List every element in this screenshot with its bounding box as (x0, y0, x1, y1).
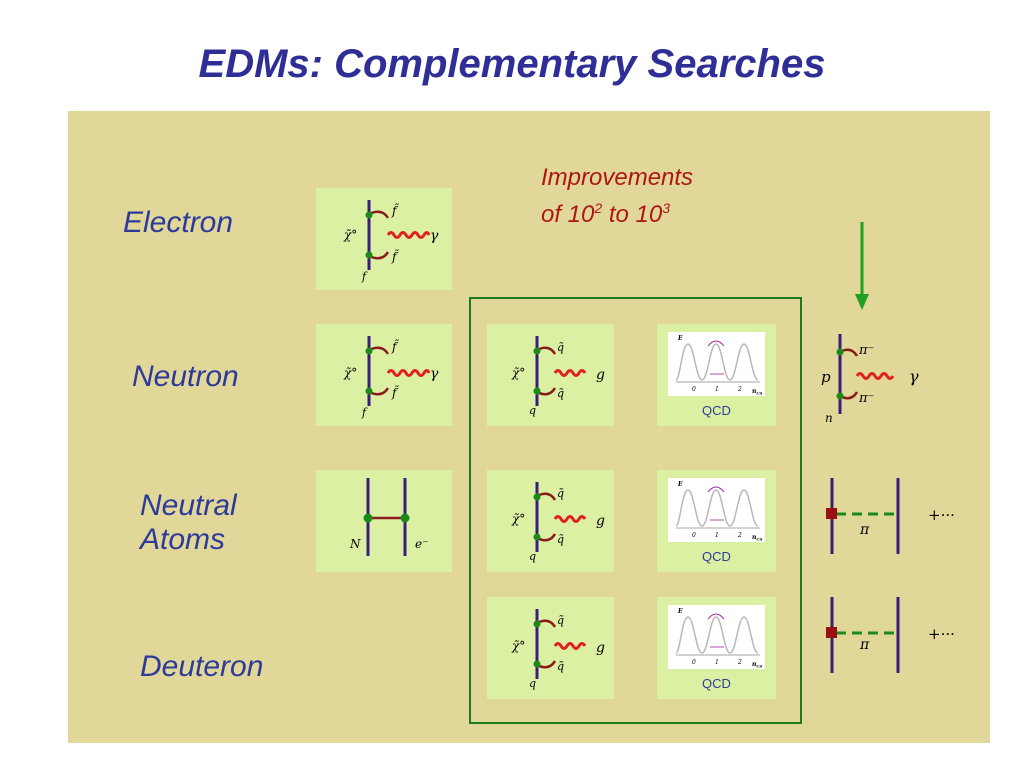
row-label-atoms: Atoms (140, 523, 226, 556)
pion-exchange-diagram-atoms: π +··· (826, 478, 955, 554)
row-label-electron: Electron (123, 206, 234, 239)
gamma-symbol: γ (430, 228, 439, 244)
improvements-exp2: 3 (662, 200, 671, 216)
gamma-symbol: γ (909, 367, 919, 386)
nucleon-symbol: N (349, 537, 361, 551)
q-tilde-bottom: q̃ (557, 387, 564, 400)
ncs-axis-label: nCS (752, 661, 763, 669)
q-tilde-top: q̃ (557, 487, 564, 500)
f-tilde-bottom: f̃ (391, 384, 399, 400)
ncs-axis-subscript: CS (756, 664, 762, 669)
improvements-frame (469, 297, 802, 724)
electron-symbol: e⁻ (415, 537, 428, 551)
qcd-plot-atoms: E 0 1 2 nCS QCD (657, 470, 776, 572)
gamma-symbol: γ (430, 366, 439, 382)
tick-0: 0 (692, 532, 696, 539)
q-tilde-top: q̃ (557, 341, 564, 354)
ncs-axis-subscript: CS (756, 391, 762, 396)
improvements-exp1: 2 (594, 200, 603, 216)
q-symbol: q (529, 404, 536, 417)
g-symbol: g (596, 640, 605, 656)
ncs-axis-label: nCS (752, 388, 763, 396)
g-symbol: g (596, 513, 605, 529)
page-title: EDMs: Complementary Searches (198, 42, 826, 86)
ncs-axis-label: nCS (752, 534, 763, 542)
qcd-label: QCD (702, 549, 731, 564)
improvements-line1: Improvements (541, 164, 694, 191)
tick-1: 1 (715, 659, 719, 666)
q-tilde-top: q̃ (557, 614, 564, 627)
pi-symbol: π (859, 522, 870, 538)
improvements-note: Improvements of 102 to 103 (541, 162, 693, 230)
row-label-neutron: Neutron (132, 360, 239, 393)
qcd-label: QCD (702, 403, 731, 418)
row-label-neutral-atoms: Neutral Atoms (140, 489, 237, 557)
row-label-neutral: Neutral (140, 489, 237, 522)
q-symbol: q (529, 677, 536, 690)
tick-1: 1 (715, 386, 719, 393)
f-symbol: f (361, 406, 368, 419)
chi-symbol: χ̃° (511, 639, 525, 653)
energy-axis-label: E (677, 608, 683, 615)
quark-loop-diagram-atoms: χ̃° q̃ q̃ q g (487, 470, 614, 572)
qcd-plot-deuteron: E 0 1 2 nCS QCD (657, 597, 776, 699)
improvements-prefix: of 10 (541, 201, 595, 228)
chi-symbol: χ̃° (343, 228, 357, 242)
q-tilde-bottom: q̃ (557, 660, 564, 673)
qcd-plot-neutron: E 0 1 2 nCS QCD (657, 324, 776, 426)
energy-axis-label: E (677, 481, 683, 488)
f-tilde-top: f̃ (391, 202, 399, 218)
pi-minus-top: π⁻ (858, 343, 874, 358)
neutron-symbol: n (825, 411, 833, 425)
g-symbol: g (596, 367, 605, 383)
atom-interaction-diagram: N e⁻ (316, 470, 452, 572)
tick-1: 1 (715, 532, 719, 539)
q-tilde-bottom: q̃ (557, 533, 564, 546)
tick-0: 0 (692, 386, 696, 393)
tick-0: 0 (692, 659, 696, 666)
qcd-label: QCD (702, 676, 731, 691)
chi-symbol: χ̃° (511, 366, 525, 380)
improvements-mid: to 10 (602, 201, 663, 228)
quark-loop-diagram-neutron: χ̃° q̃ q̃ q g (487, 324, 614, 426)
f-tilde-bottom: f̃ (391, 248, 399, 264)
quark-loop-diagram-deuteron: χ̃° q̃ q̃ q g (487, 597, 614, 699)
chi-symbol: χ̃° (511, 512, 525, 526)
pi-symbol: π (859, 637, 870, 653)
electron-loop-diagram: χ̃° f̃ f̃ f γ (316, 188, 452, 290)
ncs-axis-subscript: CS (756, 537, 762, 542)
tick-2: 2 (737, 659, 742, 666)
down-arrow-icon (855, 222, 869, 310)
q-symbol: q (529, 550, 536, 563)
energy-axis-label: E (677, 335, 683, 342)
neutron-loop-diagram: χ̃° f̃ f̃ f γ (316, 324, 452, 426)
pi-minus-bottom: π⁻ (858, 391, 874, 406)
tick-2: 2 (737, 386, 742, 393)
chi-symbol: χ̃° (343, 366, 357, 380)
proton-symbol: p (821, 368, 831, 386)
pion-exchange-diagram-deuteron: π +··· (826, 597, 955, 673)
plus-dots: +··· (928, 625, 955, 643)
plus-dots: +··· (928, 506, 955, 524)
row-label-deuteron: Deuteron (140, 650, 264, 683)
f-tilde-top: f̃ (391, 338, 399, 354)
f-symbol: f (361, 270, 368, 283)
pion-loop-diagram: p n π⁻ π⁻ γ (821, 334, 919, 425)
tick-2: 2 (737, 532, 742, 539)
